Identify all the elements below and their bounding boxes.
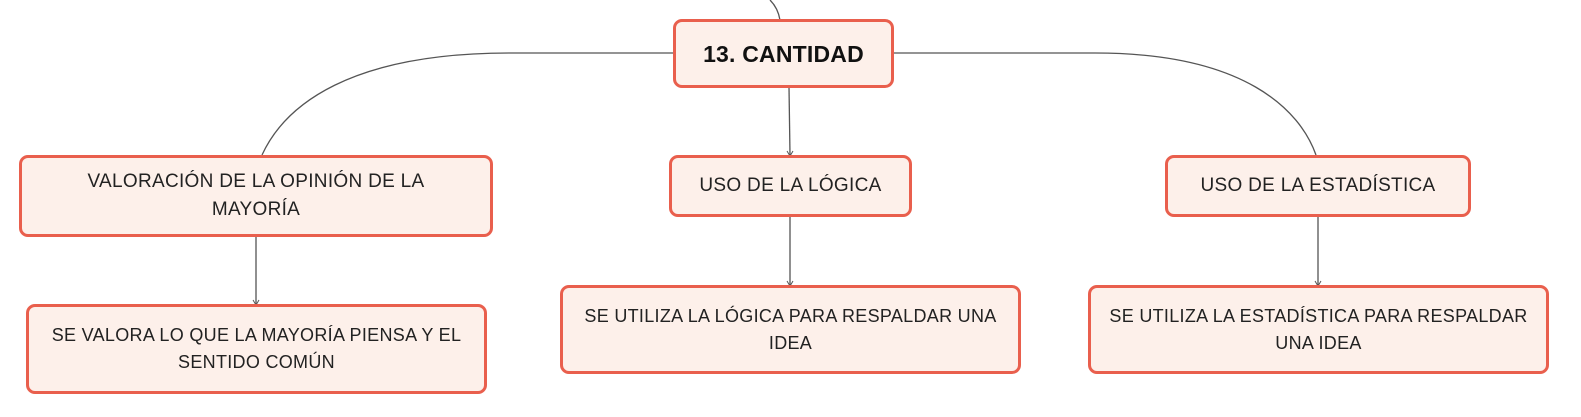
leaf-node-label: SE UTILIZA LA LÓGICA PARA RESPALDAR UNA … <box>584 305 997 353</box>
connector-root-to-branch-1 <box>261 52 675 156</box>
leaf-node-logic[interactable]: SE UTILIZA LA LÓGICA PARA RESPALDAR UNA … <box>560 285 1021 374</box>
branch-node-label: VALORACIÓN DE LA OPINIÓN DE LA MAYORÍA <box>87 171 425 220</box>
connector-root-to-branch-3 <box>892 52 1317 156</box>
branch-node-label: USO DE LA LÓGICA <box>699 175 882 196</box>
leaf-node-label: SE VALORA LO QUE LA MAYORÍA PIENSA Y EL … <box>51 325 462 372</box>
branch-node-statistics[interactable]: USO DE LA ESTADÍSTICA <box>1165 155 1471 217</box>
leaf-node-statistics[interactable]: SE UTILIZA LA ESTADÍSTICA PARA RESPALDAR… <box>1088 285 1549 374</box>
branch-node-majority-opinion[interactable]: VALORACIÓN DE LA OPINIÓN DE LA MAYORÍA <box>19 155 493 237</box>
root-node[interactable]: 13. CANTIDAD <box>673 19 894 88</box>
branch-node-label: USO DE LA ESTADÍSTICA <box>1200 175 1436 196</box>
branch-node-logic[interactable]: USO DE LA LÓGICA <box>669 155 912 217</box>
root-node-label: 13. CANTIDAD <box>703 40 864 67</box>
leaf-node-label: SE UTILIZA LA ESTADÍSTICA PARA RESPALDAR… <box>1109 305 1528 353</box>
connector-from-parent <box>769 0 781 21</box>
connector-root-to-branch-2 <box>788 86 791 156</box>
leaf-node-majority-opinion[interactable]: SE VALORA LO QUE LA MAYORÍA PIENSA Y EL … <box>26 304 487 394</box>
